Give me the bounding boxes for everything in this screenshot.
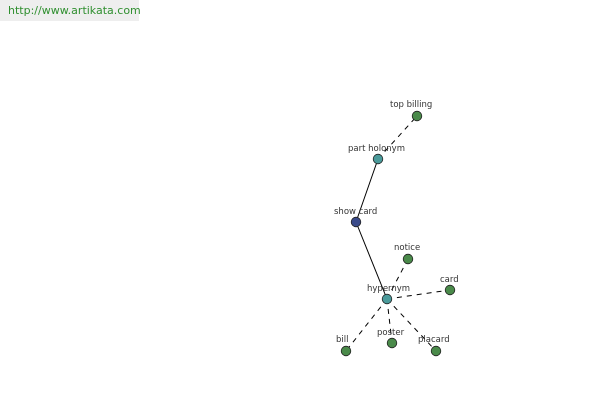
edge-show-card-to-hypernym [355, 221, 388, 300]
labels-layer: show card part holonym hypernym top billing… [334, 100, 459, 345]
node-bill[interactable] [340, 345, 352, 357]
node-hypernym[interactable] [381, 293, 393, 305]
node-label-bill: bill [336, 335, 348, 345]
edge-hypernym-to-card [386, 289, 451, 300]
node-top-billing[interactable] [411, 110, 423, 122]
nodes-layer [340, 110, 456, 357]
node-label-placard: placard [418, 335, 450, 345]
site-url-watermark: http://www.artikata.com [0, 0, 141, 21]
node-show-card[interactable] [350, 216, 362, 228]
node-label-card: card [440, 275, 459, 285]
node-card[interactable] [444, 284, 456, 296]
edges-layer [345, 115, 451, 352]
node-label-notice: notice [394, 243, 420, 253]
node-placard[interactable] [430, 345, 442, 357]
node-part-holonym[interactable] [372, 153, 384, 165]
node-label-hypernym: hypernym [367, 284, 410, 294]
node-notice[interactable] [402, 253, 414, 265]
node-label-show-card: show card [334, 207, 377, 217]
node-label-top-billing: top billing [390, 100, 432, 110]
node-label-part-holonym: part holonym [348, 144, 405, 154]
edge-hypernym-to-placard [386, 298, 437, 352]
edge-show-card-to-part-holonym [355, 158, 379, 223]
edge-hypernym-to-poster [386, 298, 393, 344]
node-label-poster: poster [377, 328, 405, 338]
edge-hypernym-to-bill [345, 298, 388, 352]
node-poster[interactable] [386, 337, 398, 349]
edge-hypernym-to-notice [386, 258, 409, 300]
